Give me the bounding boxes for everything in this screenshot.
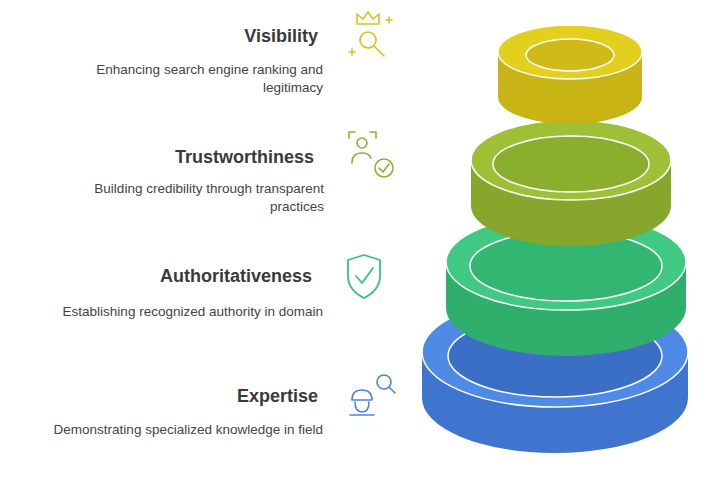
- crown-magnifier-icon: [349, 12, 392, 56]
- visibility-ring: [498, 25, 642, 124]
- section-heading: Authoritativeness: [92, 265, 312, 287]
- worker-search-icon: [350, 375, 395, 415]
- section-heading: Visibility: [118, 25, 318, 47]
- section-heading: Trustworthiness: [94, 146, 314, 168]
- section-description: Demonstrating specialized knowledge in f…: [51, 421, 323, 439]
- section-description: Building credibility through transparent…: [62, 180, 324, 216]
- section-description: Establishing recognized authority in dom…: [23, 303, 323, 321]
- trustworthiness-ring: [471, 120, 671, 246]
- section-heading: Expertise: [118, 385, 318, 407]
- section-description: Enhancing search engine ranking and legi…: [65, 61, 323, 97]
- person-check-icon: [349, 132, 393, 177]
- shield-check-icon: [348, 255, 380, 298]
